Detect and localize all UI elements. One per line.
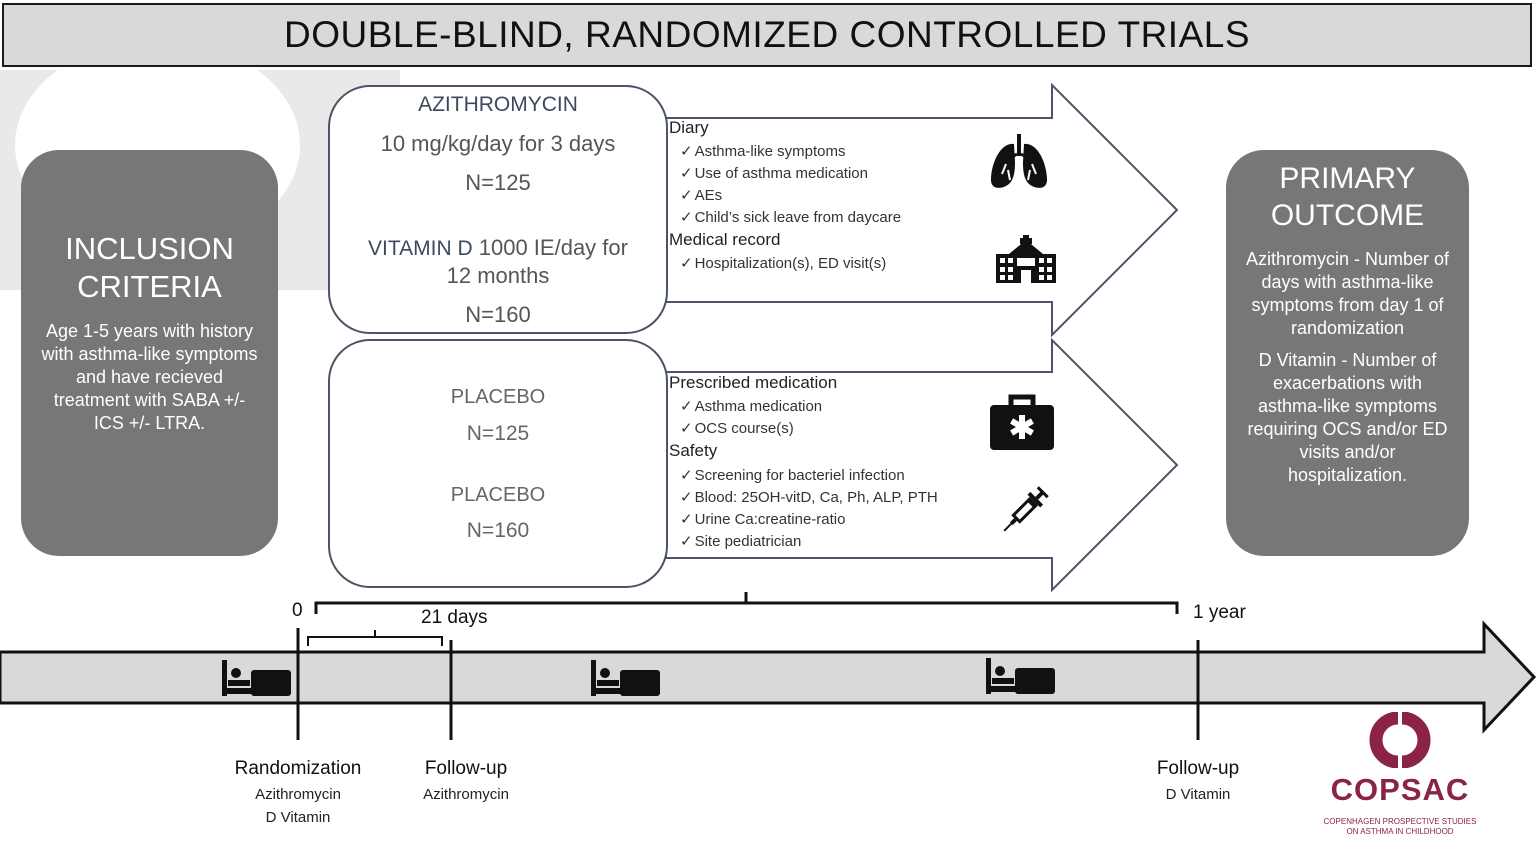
vitd-dose-part1: 1000 IE/day for bbox=[472, 235, 628, 260]
randomization-milestone: Randomization Azithromycin D Vitamin bbox=[198, 758, 398, 826]
placebo-label-1: PLACEBO bbox=[450, 386, 546, 408]
placebo-n-2: N=160 bbox=[466, 519, 530, 542]
outcome-azithro-text: Azithromycin - Number of days with asthm… bbox=[1245, 249, 1450, 338]
azithro-dose: 10 mg/kg/day for 3 days bbox=[380, 131, 616, 156]
prescribed-item: Asthma medication bbox=[680, 397, 823, 415]
followup-vitd-line1: D Vitamin bbox=[1165, 786, 1231, 803]
diary-item: Asthma-like symptoms bbox=[680, 142, 846, 160]
vitd-n: N=160 bbox=[465, 302, 531, 327]
safety-item: Screening for bacteriel infection bbox=[680, 466, 905, 484]
placebo-arm-box: PLACEBO N=125 PLACEBO N=160 bbox=[328, 339, 668, 588]
lungs-icon bbox=[990, 134, 1048, 188]
safety-item: Blood: 25OH-vitD, Ca, Ph, ALP, PTH bbox=[680, 488, 938, 506]
timeline-start-label: 0 bbox=[292, 600, 303, 621]
placebo-n-1: N=125 bbox=[466, 422, 530, 445]
diary-item: Use of asthma medication bbox=[680, 164, 868, 182]
randomization-line2: D Vitamin bbox=[265, 809, 331, 826]
inclusion-text: Age 1-5 years with history with asthma-l… bbox=[41, 321, 258, 433]
inclusion-criteria-box: INCLUSION CRITERIA Age 1-5 years with hi… bbox=[21, 150, 278, 556]
followup-vitd-title: Follow-up bbox=[1156, 758, 1240, 779]
azithro-name: AZITHROMYCIN bbox=[418, 93, 578, 116]
medical-record-item: Hospitalization(s), ED visit(s) bbox=[680, 254, 887, 272]
diary-item: Child’s sick leave from daycare bbox=[680, 208, 901, 226]
medical-record-heading: Medical record bbox=[669, 230, 781, 249]
outcome-vitd-text: D Vitamin - Number of exacerbations with… bbox=[1247, 350, 1448, 485]
page-title: DOUBLE-BLIND, RANDOMIZED CONTROLLED TRIA… bbox=[283, 14, 1251, 55]
year-bracket bbox=[314, 592, 1179, 614]
bed-icon bbox=[986, 658, 1055, 694]
followup-azithro-line1: Azithromycin bbox=[423, 786, 509, 803]
copsac-tagline: COPENHAGEN PROSPECTIVE STUDIES ON ASTHMA… bbox=[1323, 817, 1477, 836]
followup-azithro-milestone: Follow-up Azithromycin bbox=[366, 758, 566, 803]
year-label: 1 year bbox=[1193, 602, 1246, 623]
vitd-dose-line: VITAMIN D 1000 IE/day for bbox=[330, 235, 666, 261]
randomization-title: Randomization bbox=[234, 758, 362, 779]
vitd-name: VITAMIN D bbox=[368, 237, 473, 260]
bed-icon bbox=[591, 660, 660, 696]
followup-azithro-title: Follow-up bbox=[424, 758, 508, 779]
safety-item: Site pediatrician bbox=[680, 532, 802, 550]
safety-heading: Safety bbox=[669, 441, 718, 460]
prescribed-item: OCS course(s) bbox=[680, 419, 794, 437]
days-bracket bbox=[307, 630, 443, 646]
syringe-icon bbox=[1003, 486, 1049, 532]
followup-vitd-milestone: Follow-up D Vitamin bbox=[1098, 758, 1298, 803]
primary-outcome-box: PRIMARY OUTCOME Azithromycin - Number of… bbox=[1226, 150, 1469, 556]
bed-icon bbox=[222, 660, 291, 696]
days-label: 21 days bbox=[421, 607, 488, 628]
copsac-logo-text: COPSAC bbox=[1330, 772, 1470, 807]
copsac-logo-mark bbox=[1369, 712, 1431, 768]
timeline-arrow bbox=[0, 620, 1536, 734]
active-arm-box: AZITHROMYCIN 10 mg/kg/day for 3 days N=1… bbox=[328, 85, 668, 334]
azithro-n: N=125 bbox=[465, 170, 531, 195]
medical-kit-icon bbox=[990, 394, 1054, 450]
copsac-logo: COPSAC COPENHAGEN PROSPECTIVE STUDIES ON… bbox=[1312, 710, 1488, 840]
safety-item: Urine Ca:creatine-ratio bbox=[680, 510, 846, 528]
prescribed-medication-heading: Prescribed medication bbox=[669, 373, 838, 392]
placebo-label-2: PLACEBO bbox=[450, 484, 546, 506]
diary-item: AEs bbox=[680, 186, 723, 204]
diary-heading: Diary bbox=[669, 118, 709, 137]
hospital-icon bbox=[996, 235, 1056, 283]
inclusion-heading: INCLUSION CRITERIA bbox=[65, 231, 234, 304]
title-banner: DOUBLE-BLIND, RANDOMIZED CONTROLLED TRIA… bbox=[2, 3, 1532, 67]
vitd-dose-part2: 12 months bbox=[446, 263, 550, 288]
randomization-line1: Azithromycin bbox=[255, 786, 341, 803]
outcome-heading: PRIMARY OUTCOME bbox=[1270, 162, 1425, 232]
